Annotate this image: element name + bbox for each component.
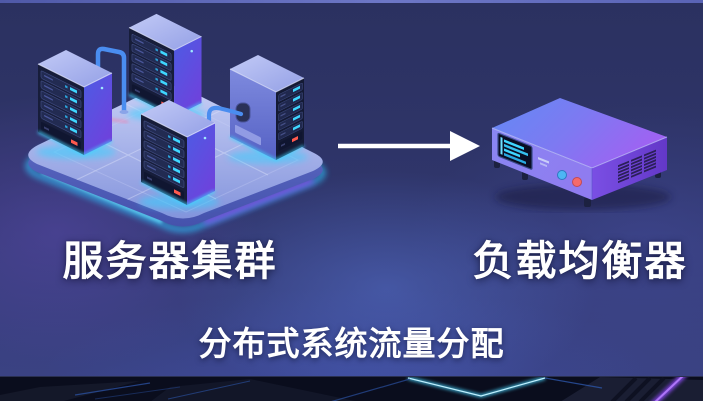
arrow-right-icon	[338, 131, 480, 161]
circuit-board-art	[0, 377, 703, 401]
connector-tube	[95, 46, 129, 114]
device-top-face	[492, 98, 667, 168]
load-balancer-label: 负载均衡器	[472, 238, 688, 284]
server-cluster-label: 服务器集群	[62, 238, 278, 284]
cable-port	[204, 102, 251, 156]
server-cluster-3d-icon	[25, 0, 326, 232]
device-screen	[497, 132, 533, 170]
red-button-led	[572, 177, 582, 187]
top-accent-strip	[0, 0, 703, 3]
panel-markings	[538, 157, 549, 168]
vent-grille	[618, 149, 656, 184]
blue-button-led	[557, 170, 567, 180]
caption-text: 分布式系统流量分配	[198, 325, 505, 362]
device-side-face	[592, 137, 667, 200]
load-balancer-3d-icon	[491, 98, 671, 210]
circuit-board-strip	[0, 376, 703, 401]
